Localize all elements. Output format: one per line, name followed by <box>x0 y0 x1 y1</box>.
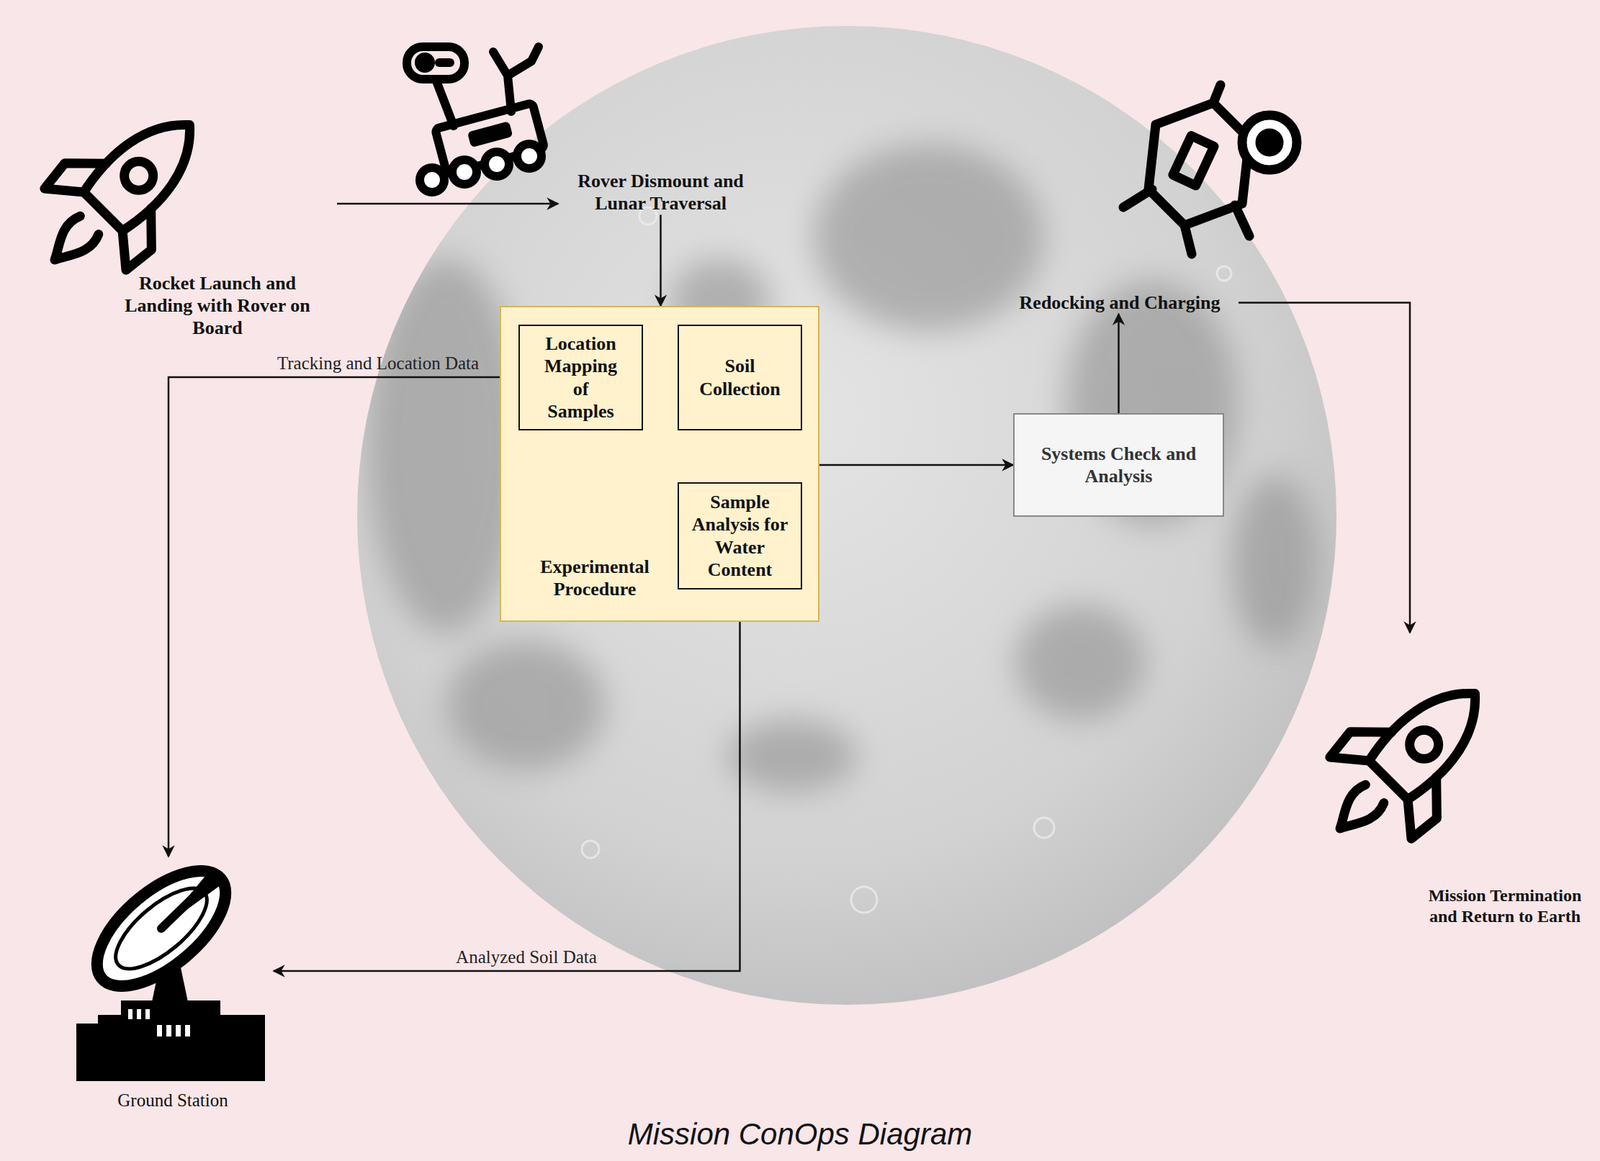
ground-station-icon <box>76 850 265 1082</box>
node-label: Soil Collection <box>697 354 784 400</box>
node-label: Location Mapping of Samples <box>537 332 625 423</box>
process-box: Sample Analysis for Water Content <box>677 482 803 590</box>
node-label: Sample Analysis for Water Content <box>689 491 791 582</box>
rocket-launch-node: Rocket Launch and Landing with Rover on … <box>20 76 337 346</box>
return-node: Mission Termination and Return to Earth <box>1324 632 1595 936</box>
node-label: Mission Termination and Return to Earth <box>1418 885 1592 928</box>
edge-label: Analyzed Soil Data <box>455 946 597 969</box>
connector-arrow <box>1117 313 1120 414</box>
connector-arrow <box>168 377 519 857</box>
moon <box>357 25 1337 1006</box>
connector-arrow <box>273 589 741 972</box>
process-box: Location Mapping of Samples <box>518 324 644 431</box>
process-box: Soil Collection <box>677 324 803 431</box>
procedure-group: Experimental Procedure Location Mapping o… <box>499 306 820 623</box>
node-label: Systems Check and Analysis <box>1025 442 1213 488</box>
node-label: Ground Station <box>72 1090 274 1112</box>
redock-node: Redocking and Charging <box>1000 291 1239 314</box>
rocket-icon <box>1296 650 1519 873</box>
rover-node: Rover Dismount and Lunar Traversal <box>558 169 764 215</box>
edge-label: Tracking and Location Data <box>277 352 479 375</box>
node-label: Rocket Launch and Landing with Rover on … <box>113 272 322 340</box>
process-box: Systems Check and Analysis <box>1013 413 1225 518</box>
node-label: Experimental Procedure <box>515 555 674 601</box>
node-label: Redocking and Charging <box>1000 291 1239 314</box>
caption-holder: Mission ConOps Diagram <box>0 1117 1600 1153</box>
edge-label-holder: Tracking and Location Data <box>277 352 479 375</box>
connector-arrow <box>659 214 662 307</box>
connector-arrow <box>1238 303 1410 633</box>
node-label: Rover Dismount and Lunar Traversal <box>558 169 764 215</box>
connector-arrow <box>336 203 559 206</box>
ground-station-node: Ground Station <box>72 856 274 1125</box>
rocket-icon <box>11 82 234 304</box>
caption: Mission ConOps Diagram <box>0 1117 1600 1153</box>
rover-icon <box>406 46 545 193</box>
lander-icon <box>1123 84 1297 255</box>
edge-label-holder: Analyzed Soil Data <box>455 946 597 969</box>
connector-arrow <box>819 464 1014 467</box>
